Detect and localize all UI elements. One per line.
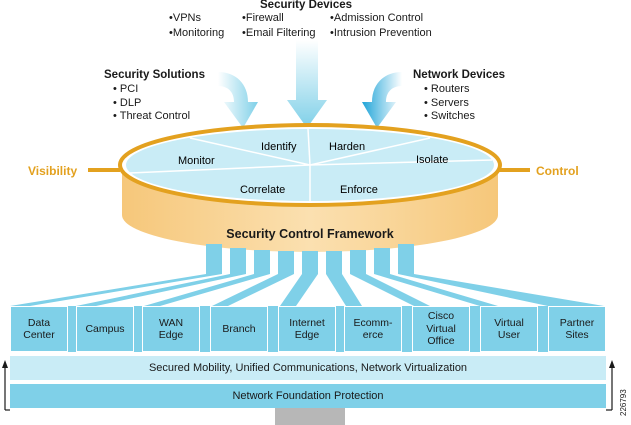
foundation-base [275,408,345,425]
security-devices-col-2: Firewall Email Filtering [242,11,316,41]
visibility-label: Visibility [28,164,77,178]
security-solution-item: Threat Control [113,110,190,124]
wedge-identify: Identify [261,141,297,153]
network-device-item: Servers [424,97,475,111]
module-branch: Branch [210,306,268,352]
security-devices-title: Security Devices [260,0,353,11]
figure-id: 226793 [619,389,628,416]
framework-name: Security Control Framework [226,227,393,241]
network-foundation-bar: Network Foundation Protection [10,384,606,408]
wedge-isolate: Isolate [416,154,448,166]
module-ecommerce: Ecomm- erce [344,306,402,352]
network-device-item: Routers [424,83,475,97]
wedge-monitor: Monitor [178,155,215,167]
security-devices-arrow [287,40,327,128]
security-device-item: Admission Control [330,11,432,26]
network-devices-arrow [362,72,402,128]
security-solution-item: PCI [113,83,190,97]
control-label: Control [536,164,579,178]
network-devices-list: Routers Servers Switches [424,83,475,124]
network-devices-title: Network Devices [413,69,506,81]
module-partner-sites: Partner Sites [548,306,606,352]
network-device-item: Switches [424,110,475,124]
security-solutions-arrow [218,72,258,128]
secured-mobility-bar: Secured Mobility, Unified Communications… [10,356,606,380]
security-device-item: Monitoring [169,26,224,41]
security-device-item: VPNs [169,11,224,26]
wedge-harden: Harden [329,141,365,153]
security-solutions-title: Security Solutions [104,69,205,81]
module-wan-edge: WAN Edge [142,306,200,352]
security-solution-item: DLP [113,97,190,111]
security-solutions-list: PCI DLP Threat Control [113,83,190,124]
security-devices-col-1: VPNs Monitoring [169,11,224,41]
framework-ribbons [10,244,604,306]
module-campus: Campus [76,306,134,352]
module-data-center: Data Center [10,306,68,352]
module-internet-edge: Internet Edge [278,306,336,352]
security-device-item: Firewall [242,11,316,26]
wedge-enforce: Enforce [340,184,378,196]
module-cisco-virtual-office: Cisco Virtual Office [412,306,470,352]
wedge-correlate: Correlate [240,184,285,196]
module-virtual-user: Virtual User [480,306,538,352]
security-devices-col-3: Admission Control Intrusion Prevention [330,11,432,41]
security-device-item: Email Filtering [242,26,316,41]
security-device-item: Intrusion Prevention [330,26,432,41]
